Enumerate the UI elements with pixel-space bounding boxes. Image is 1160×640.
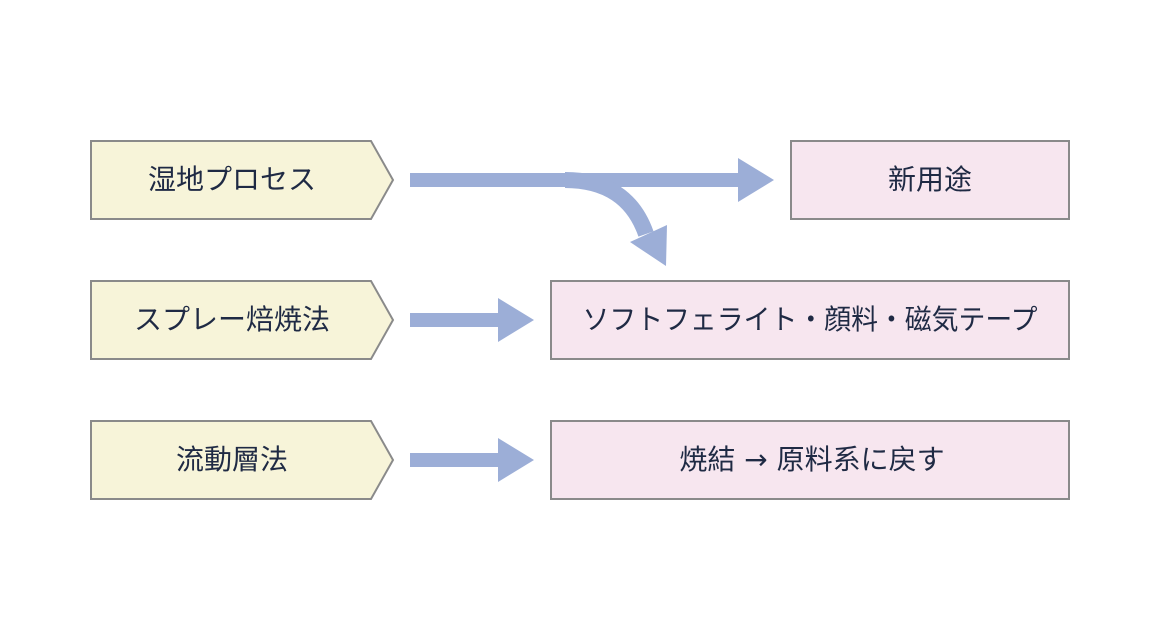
process-node-spray-shape <box>90 280 395 360</box>
result-node-ferrite: ソフトフェライト・顔料・磁気テープ <box>550 280 1070 360</box>
process-node-fluid-shape <box>90 420 395 500</box>
result-node-sinter: 焼結 → 原料系に戻す <box>550 420 1070 500</box>
process-node-fluid-label: 流動層法 <box>176 443 288 476</box>
arrow-wet-to-ferrite-head <box>630 225 667 266</box>
arrow-wet-to-ferrite-curve <box>564 172 654 237</box>
result-node-new-use-shape <box>790 140 1070 220</box>
result-node-new-use-label: 新用途 <box>888 163 972 196</box>
process-node-spray: スプレー焙焼法 <box>90 280 395 360</box>
edge-spray-to-ferrite <box>410 298 534 342</box>
result-node-sinter-shape <box>550 420 1070 500</box>
process-node-spray-label: スプレー焙焼法 <box>134 303 330 336</box>
result-node-ferrite-shape <box>550 280 1070 360</box>
result-node-new-use: 新用途 <box>790 140 1070 220</box>
process-node-wet-label: 湿地プロセス <box>148 163 316 196</box>
process-node-fluid: 流動層法 <box>90 420 395 500</box>
result-node-ferrite-label: ソフトフェライト・顔料・磁気テープ <box>583 303 1038 336</box>
edge-wet-to-ferrite <box>564 172 667 266</box>
process-node-wet-shape <box>90 140 395 220</box>
result-node-sinter-label: 焼結 → 原料系に戻す <box>679 443 944 476</box>
arrow-fluid-to-sinter <box>410 438 534 482</box>
edge-fluid-to-sinter <box>410 438 534 482</box>
process-node-wet: 湿地プロセス <box>90 140 395 220</box>
arrow-spray-to-ferrite <box>410 298 534 342</box>
